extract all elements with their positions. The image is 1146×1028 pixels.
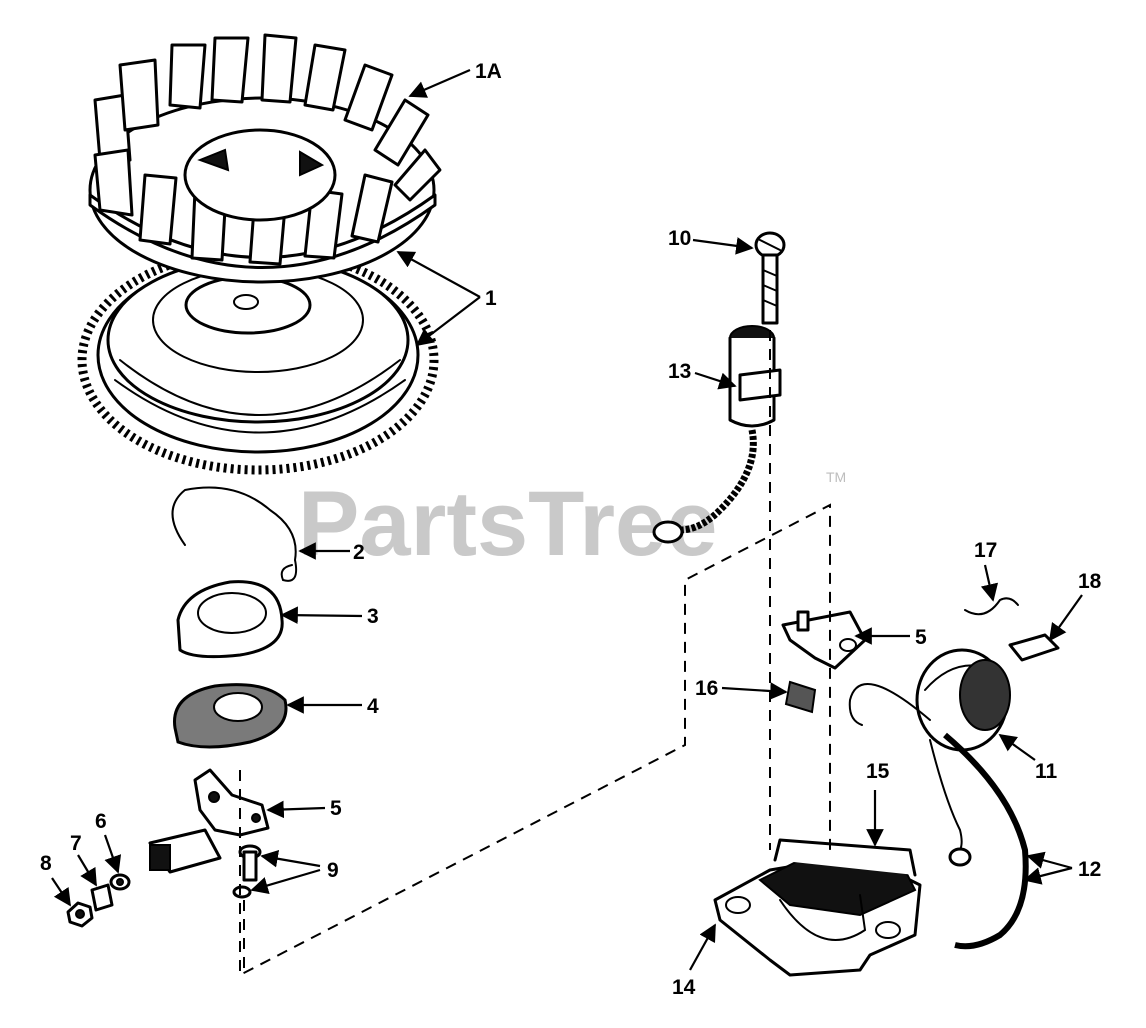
gasket xyxy=(173,683,288,749)
condenser xyxy=(652,325,782,544)
callout-12: 12 xyxy=(1078,858,1101,881)
breaker-arm-left xyxy=(148,768,270,874)
callout-4: 4 xyxy=(367,695,379,718)
assembly-dashed-lines xyxy=(239,330,831,977)
callout-9: 9 xyxy=(327,859,339,882)
callout-10: 10 xyxy=(668,227,691,250)
watermark: PartsTree xyxy=(298,473,717,575)
insulator-16 xyxy=(784,680,817,714)
spring-17 xyxy=(964,597,1019,616)
terminal-clip-7 xyxy=(90,883,114,912)
callout-1: 1 xyxy=(485,287,497,310)
callout-18: 18 xyxy=(1078,570,1102,593)
callout-2: 2 xyxy=(353,541,365,564)
screw-10 xyxy=(754,231,786,325)
callout-15: 15 xyxy=(866,760,890,783)
callout-6: 6 xyxy=(95,810,107,833)
callout-14: 14 xyxy=(672,976,696,999)
callout-16: 16 xyxy=(695,677,718,700)
nut-8 xyxy=(66,901,94,928)
retainer-spring-clip xyxy=(171,486,298,582)
washer-6 xyxy=(109,873,131,891)
callout-1a: 1A xyxy=(475,60,502,83)
callout-7: 7 xyxy=(70,832,82,855)
watermark-trademark: TM xyxy=(826,469,846,485)
callout-13: 13 xyxy=(668,360,691,383)
flywheel xyxy=(77,245,439,475)
breaker-base-bracket xyxy=(713,838,922,977)
callout-17: 17 xyxy=(974,539,997,562)
callout-5-right: 5 xyxy=(915,626,927,649)
clip-18 xyxy=(1008,633,1060,662)
leader-lines xyxy=(51,68,1083,971)
callout-3: 3 xyxy=(367,605,379,628)
callout-11: 11 xyxy=(1035,760,1058,783)
screw-9 xyxy=(232,844,262,899)
callout-labels: 1A 1 2 3 4 5 5 6 7 8 9 10 11 12 13 14 15… xyxy=(40,60,1102,999)
breaker-cover xyxy=(176,580,284,659)
callout-5-left: 5 xyxy=(330,797,342,820)
fan-blower xyxy=(88,33,442,284)
callout-8: 8 xyxy=(40,852,52,875)
bracket-5-right xyxy=(781,610,867,670)
